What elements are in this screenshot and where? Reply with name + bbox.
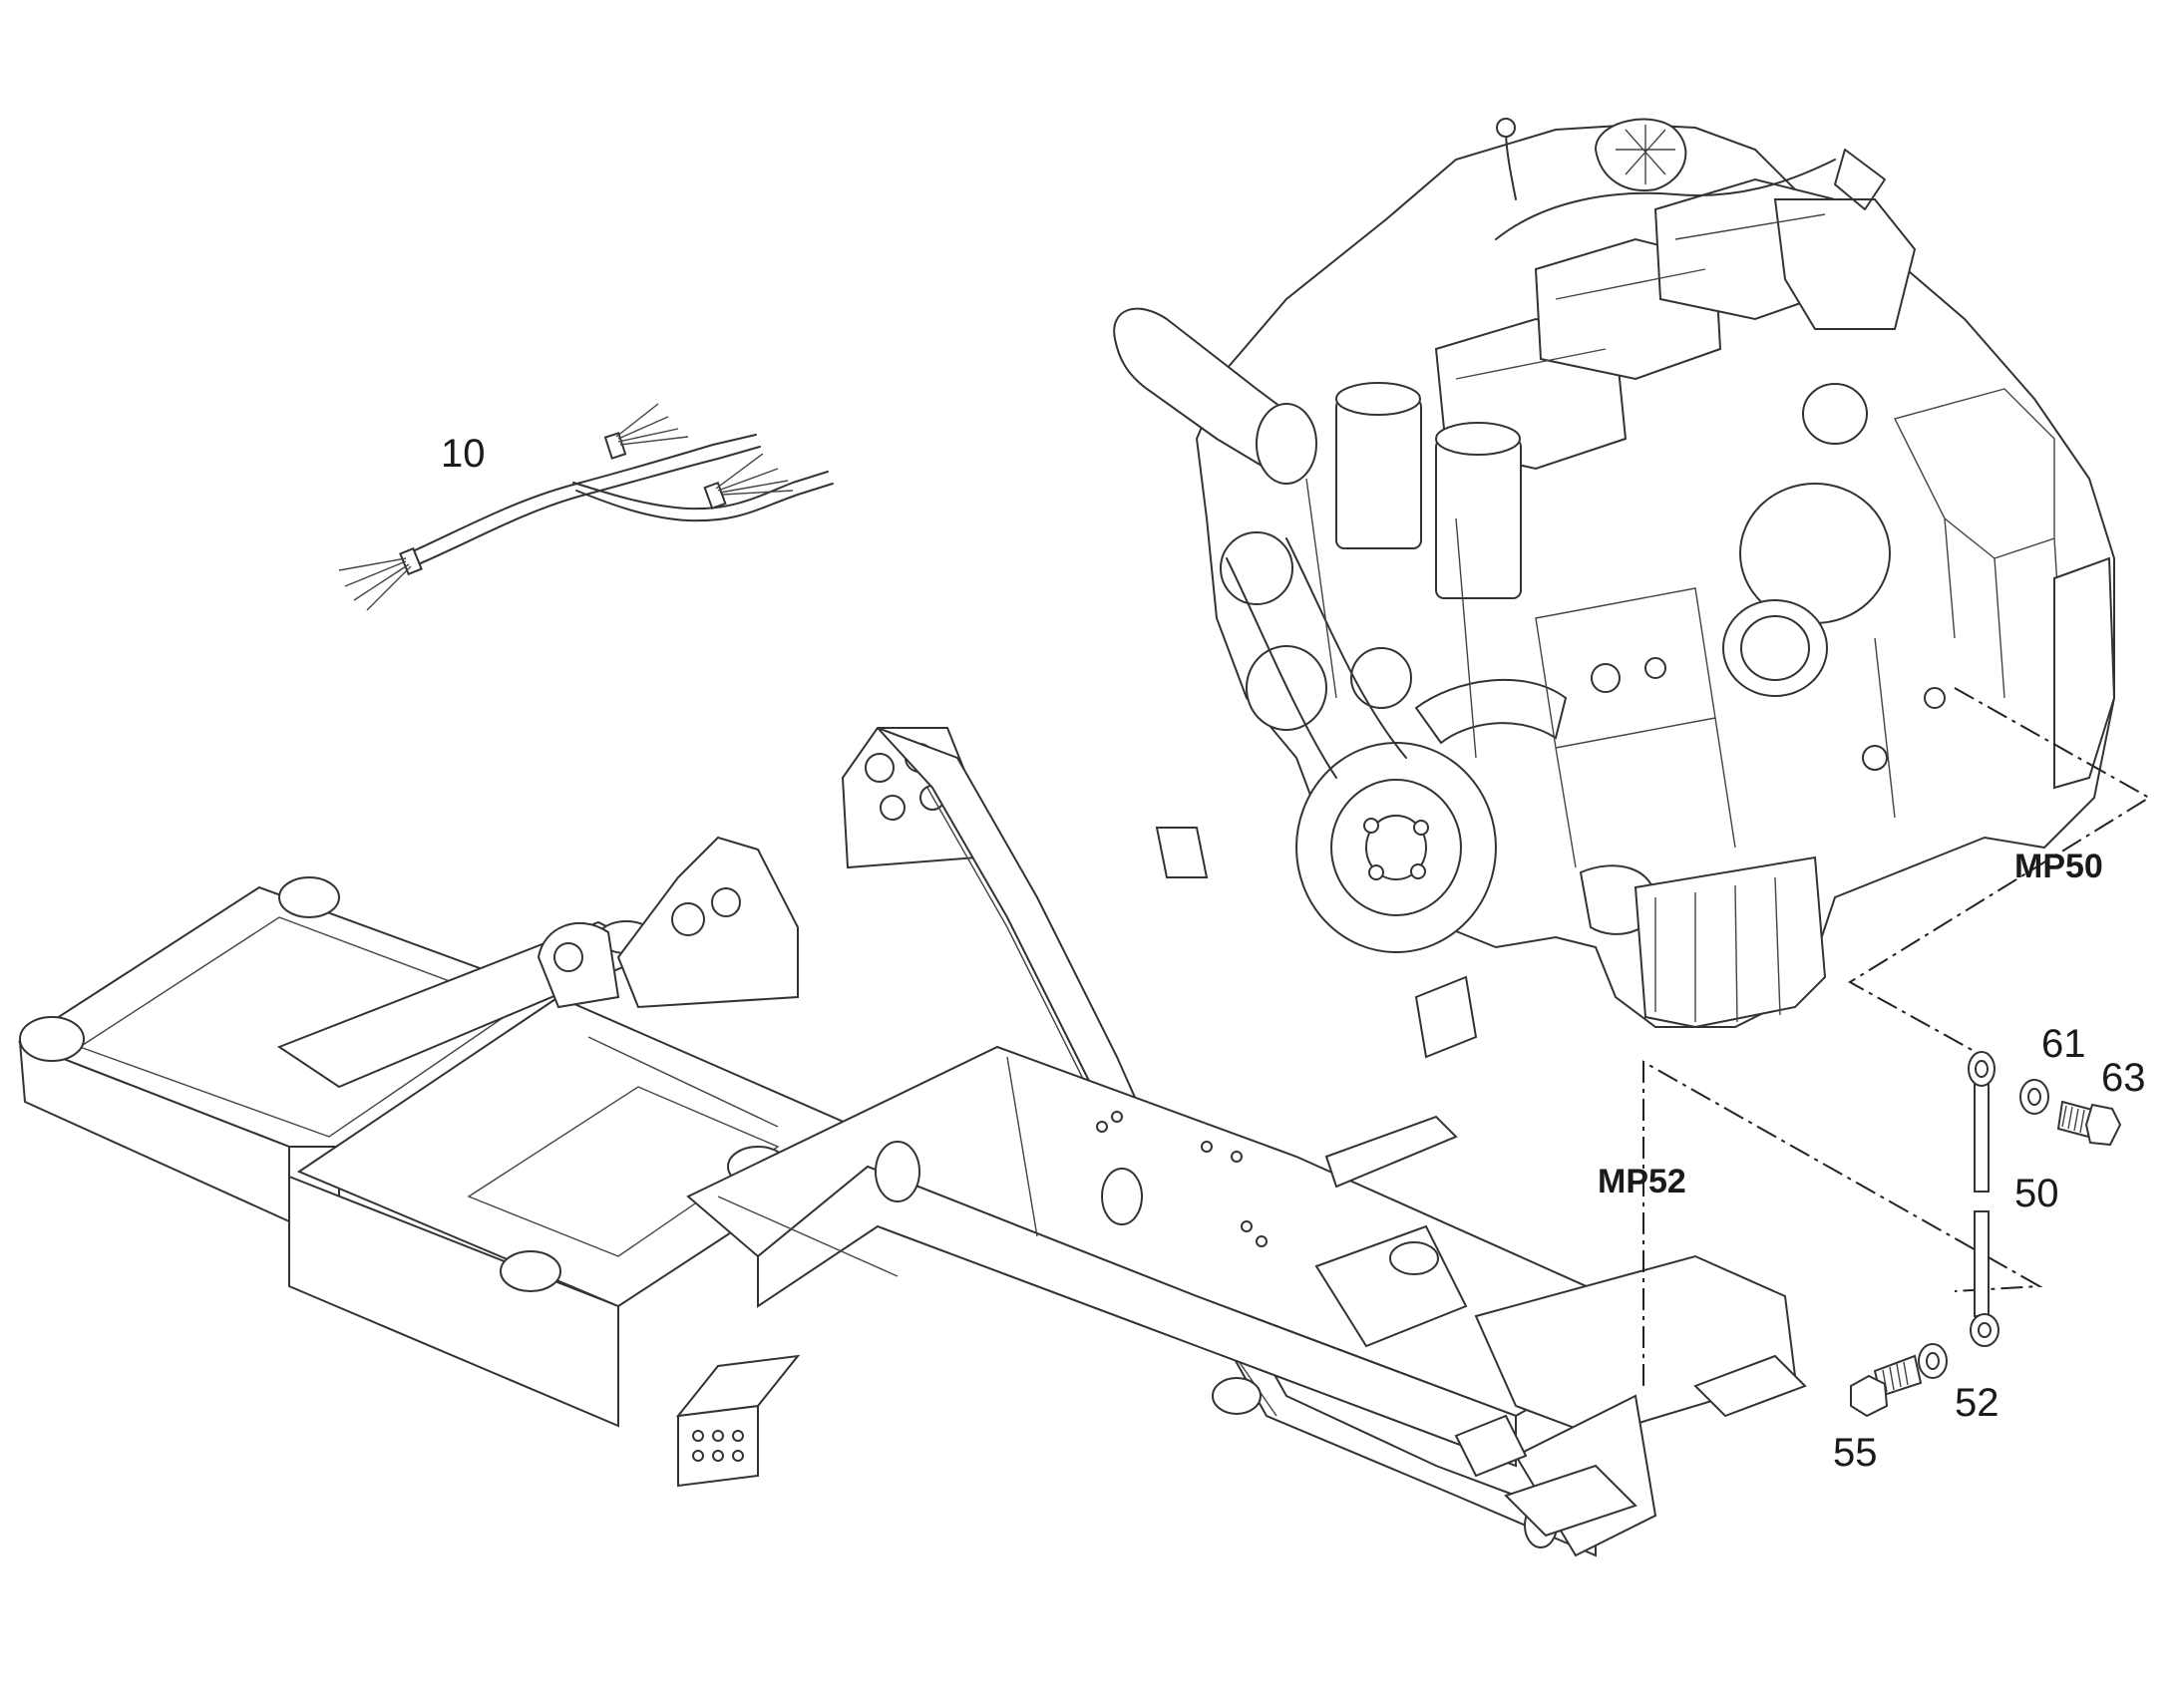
- mp52-label: MP52: [1598, 1163, 1686, 1200]
- hex-bolt-63: [2056, 1100, 2122, 1147]
- callout-55: 55: [1833, 1431, 1878, 1475]
- flat-washer-61: [2019, 1079, 2049, 1115]
- ground-strap-rod: [1968, 1051, 1999, 1347]
- callout-61: 61: [2041, 1022, 2086, 1066]
- hex-bolt-55: [1850, 1354, 1923, 1418]
- mp50-label: MP50: [2014, 848, 2103, 885]
- machine-frame: [17, 727, 1807, 1557]
- leader-lines: [1642, 687, 2151, 1386]
- wire-harness: 10: [338, 403, 834, 611]
- callout-52: 52: [1955, 1381, 1999, 1425]
- callout-63: 63: [2101, 1056, 2146, 1100]
- callout-10: 10: [441, 432, 486, 476]
- engine-assembly: [1113, 118, 2116, 1029]
- callout-50: 50: [2014, 1172, 2059, 1215]
- flat-washer-52: [1918, 1343, 1948, 1379]
